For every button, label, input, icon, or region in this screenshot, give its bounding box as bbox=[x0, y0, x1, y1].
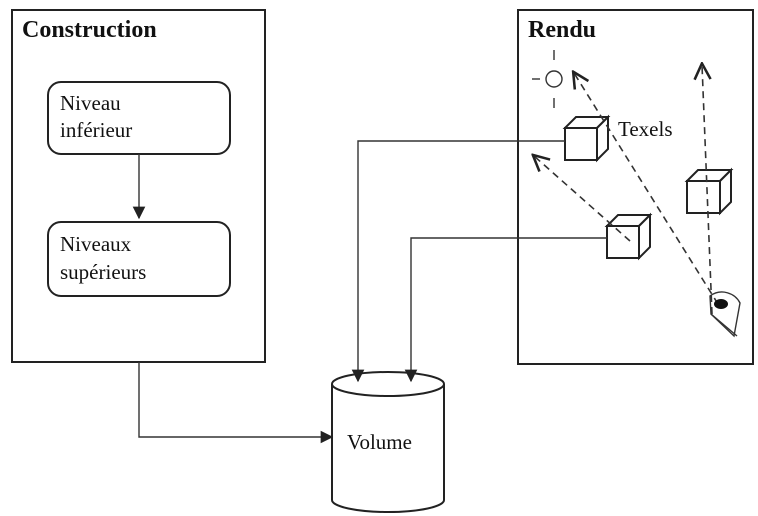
construction-title: Construction bbox=[22, 17, 157, 43]
volume-label: Volume bbox=[347, 430, 412, 454]
texel-cube-top-side-face bbox=[596, 114, 609, 163]
eye-outline bbox=[709, 291, 741, 338]
texel-cube-right-icon bbox=[684, 167, 734, 216]
texel-cube-middle-front bbox=[606, 225, 640, 259]
texel-cube-top-icon bbox=[562, 114, 611, 163]
light-source-icon bbox=[532, 50, 563, 108]
eye-icon bbox=[709, 291, 741, 338]
upper-levels-label-line-1: Niveaux bbox=[60, 232, 132, 256]
texel-cube-top-front bbox=[564, 127, 598, 161]
texel-cube-middle-icon bbox=[604, 212, 653, 261]
eye-ray-up-arrow bbox=[702, 65, 713, 315]
eye-lower-line bbox=[710, 313, 738, 337]
upper-levels-label-line-2: supérieurs bbox=[60, 260, 146, 284]
volume-top-ellipse bbox=[331, 371, 445, 397]
render-panel bbox=[517, 9, 754, 365]
eye-pupil bbox=[714, 299, 728, 309]
texel-ray-left-arrow bbox=[534, 156, 631, 242]
lower-level-label-line-1: Niveau bbox=[60, 91, 121, 115]
texel-cube-right-side-face bbox=[719, 167, 732, 216]
light-circle bbox=[545, 70, 563, 88]
volume-bottom-arc bbox=[331, 499, 445, 513]
construction-to-volume-arrow bbox=[138, 362, 334, 444]
texel-cube-right-front bbox=[686, 180, 721, 214]
lower-level-label-line-2: inférieur bbox=[60, 118, 132, 142]
texels-label: Texels bbox=[618, 117, 673, 141]
render-title: Rendu bbox=[528, 17, 596, 43]
middle-texel-to-volume-arrow bbox=[404, 237, 607, 383]
texel-cube-middle-side-face bbox=[638, 212, 651, 261]
top-texel-to-volume-arrow bbox=[351, 140, 565, 383]
upper-levels-node bbox=[47, 221, 231, 297]
light-ray-arrow bbox=[574, 73, 719, 305]
